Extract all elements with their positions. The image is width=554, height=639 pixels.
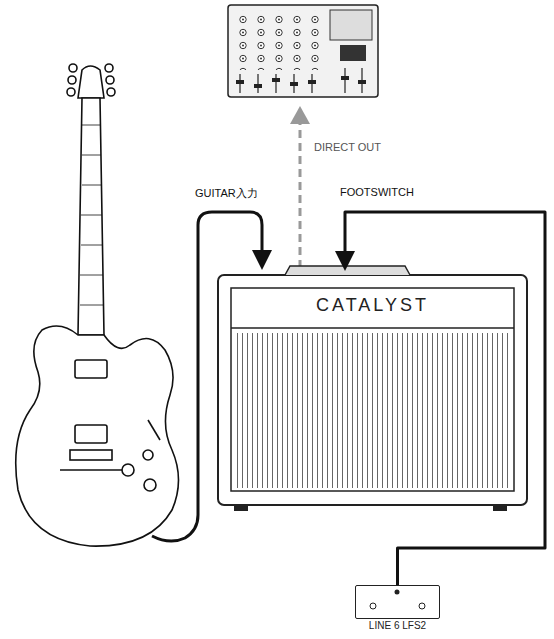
footswitch-illustration (370, 590, 425, 610)
amp-box: CATALYST (218, 275, 527, 505)
footswitch-cable (335, 212, 545, 585)
guitar-illustration (16, 64, 179, 546)
brand-name: CATALYST (231, 293, 514, 317)
output-label: DIRECT OUT (312, 141, 383, 153)
mixer-illustration (228, 5, 378, 97)
direct-out-arrow (290, 106, 310, 268)
model-name: LINE 6 LFS2 (369, 620, 426, 631)
input-label: GUITAR入力 (193, 186, 260, 201)
amp-illustration (218, 266, 527, 511)
footswitch-box: LINE 6 LFS2 (355, 585, 440, 619)
edge-label: FOOTSWITCH (338, 186, 416, 198)
